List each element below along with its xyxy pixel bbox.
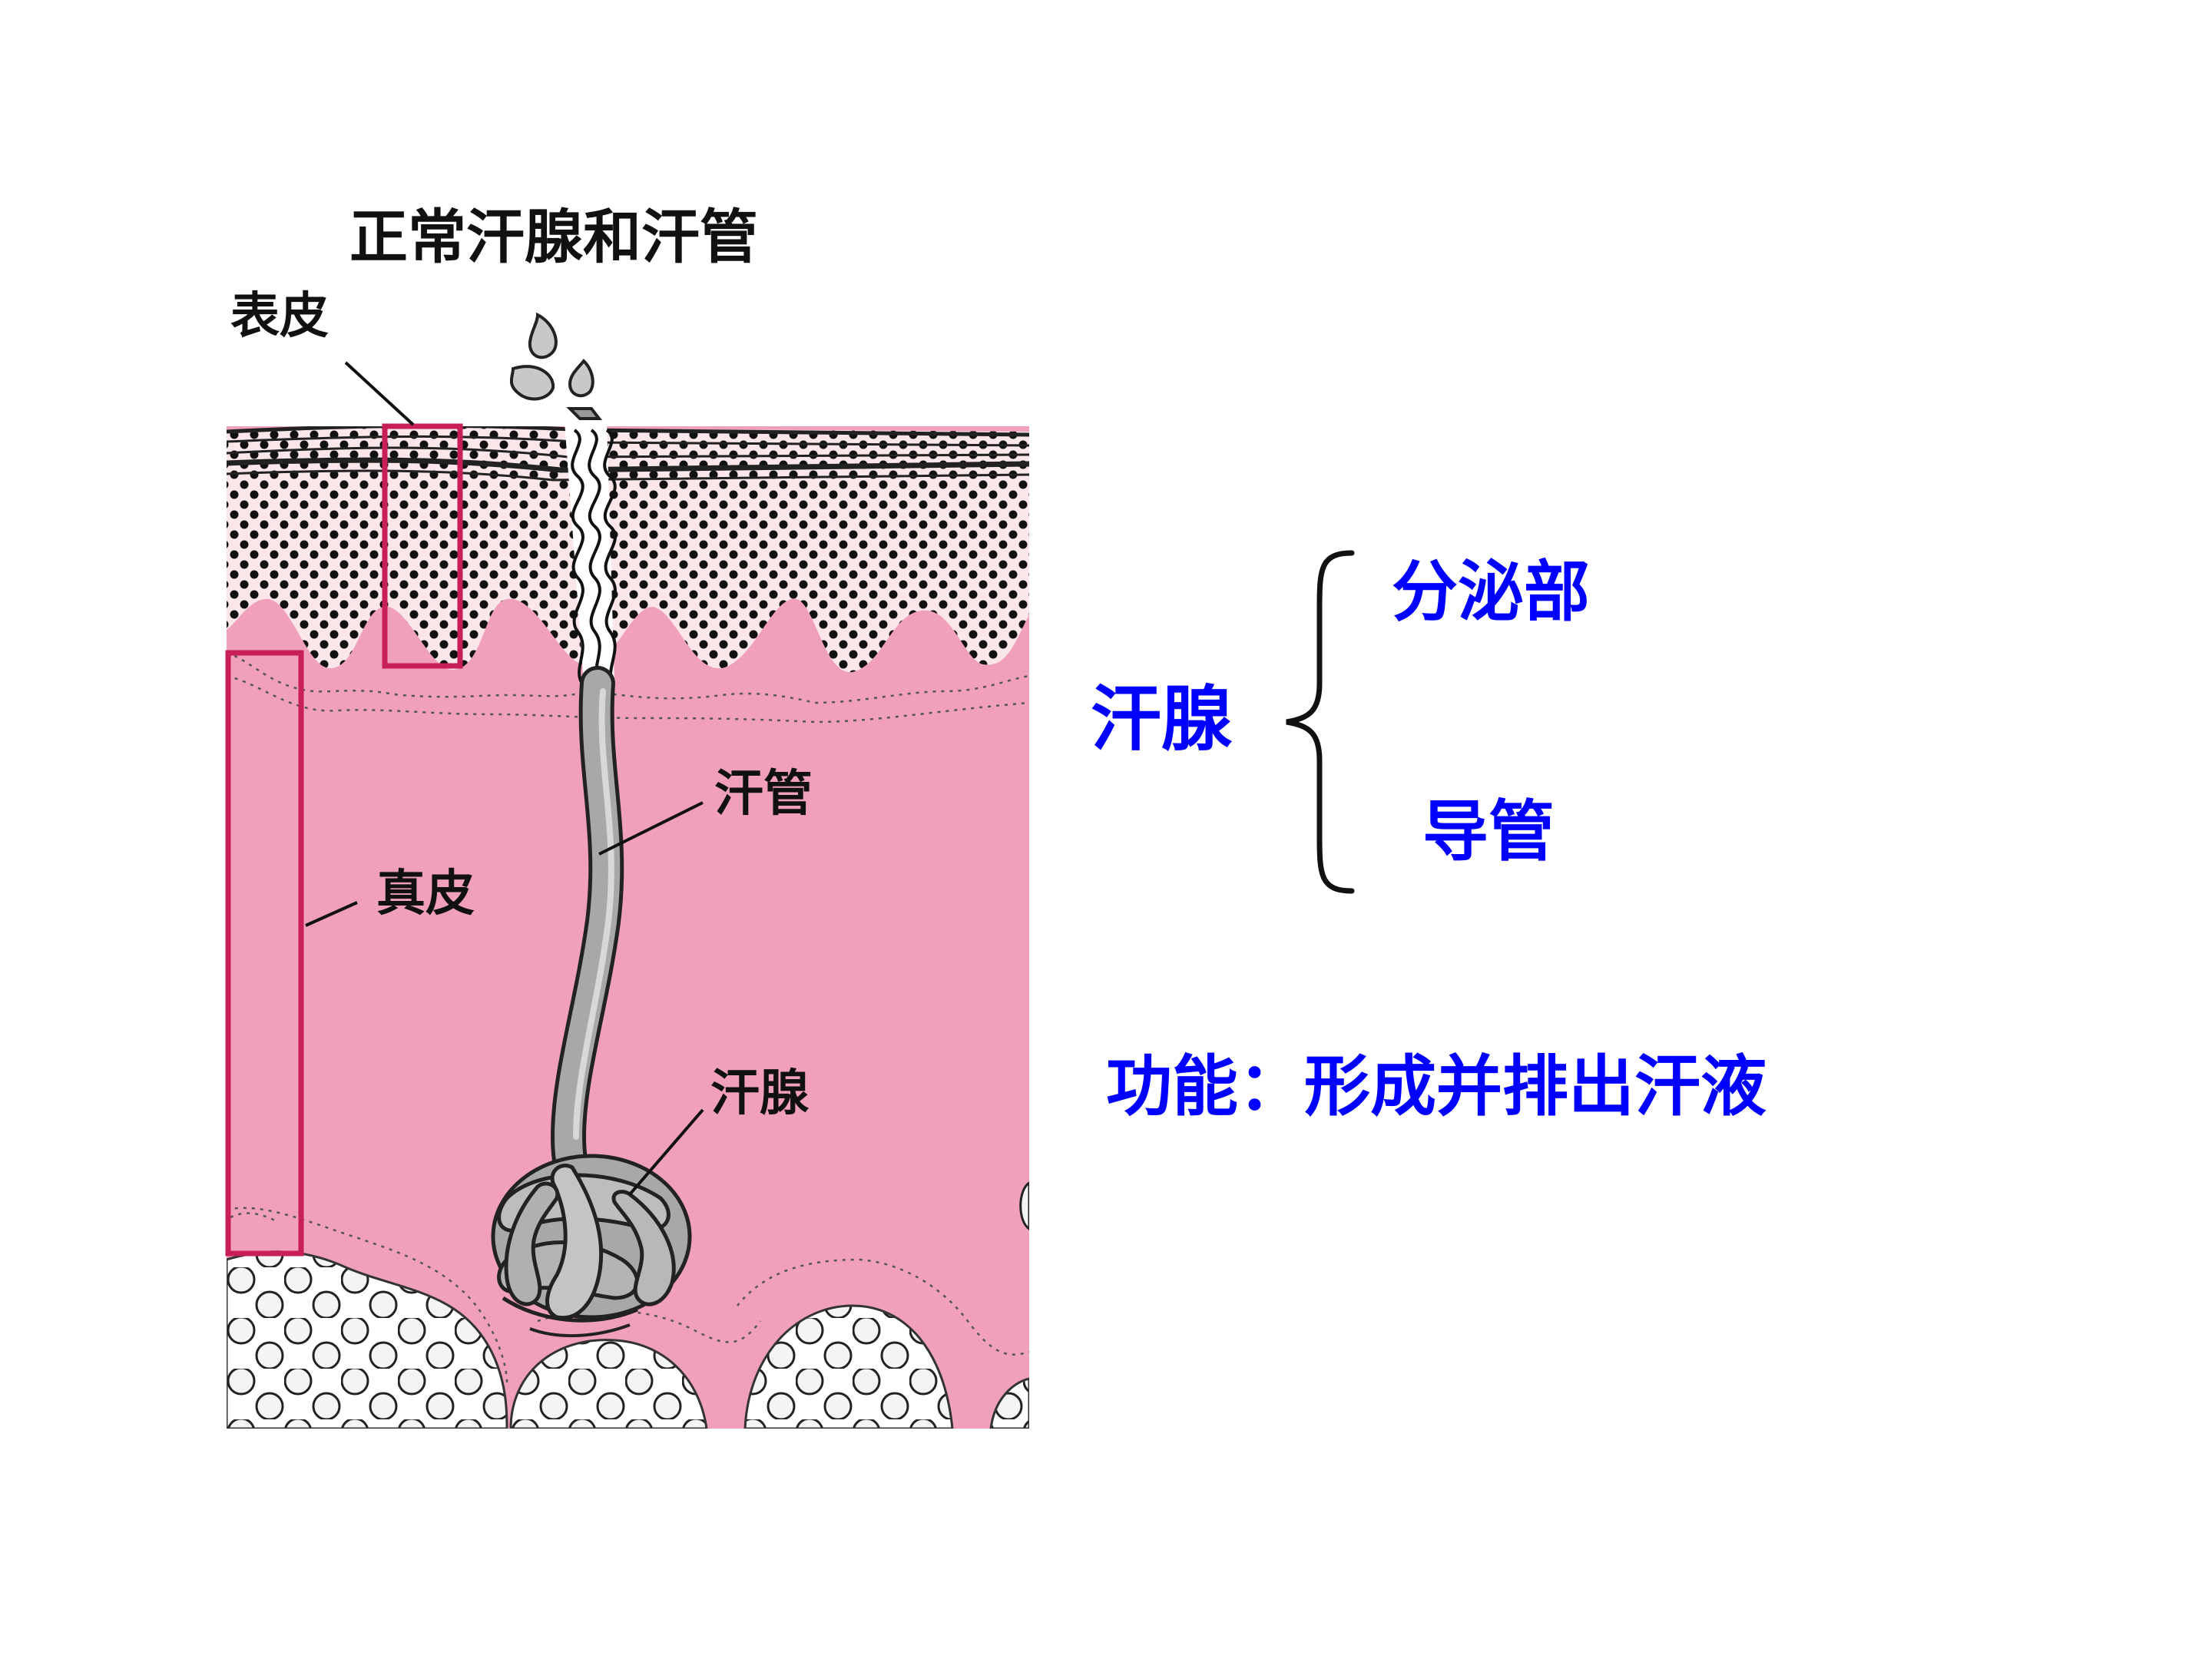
label-epidermis: 表皮 [230, 288, 329, 345]
duct-epidermal-spiral [565, 426, 617, 685]
diagram-title: 正常汗腺和汗管 [349, 203, 758, 271]
sweat-droplets [509, 312, 603, 420]
fat-tissue [743, 1304, 954, 1429]
dermis-highlight-box [225, 650, 304, 1257]
part-secretory: 分泌部 [1392, 553, 1590, 631]
epidermis-highlight-box [382, 423, 463, 669]
classification-term: 汗腺 [1091, 677, 1233, 760]
part-duct: 导管 [1422, 793, 1555, 870]
curly-brace [1286, 550, 1355, 894]
label-gland: 汗腺 [710, 1065, 810, 1122]
fat-tissue [989, 1377, 1029, 1429]
label-duct: 汗管 [714, 766, 813, 823]
label-dermis: 真皮 [376, 866, 475, 922]
fat-tissue [509, 1339, 708, 1429]
sweat-gland-coil [491, 1154, 692, 1338]
stratum-corneum [227, 426, 1029, 482]
function-statement: 功能：形成并排出汗液 [1106, 1048, 1767, 1125]
leader-lines [305, 361, 704, 1196]
epidermis-layer [227, 426, 1029, 673]
